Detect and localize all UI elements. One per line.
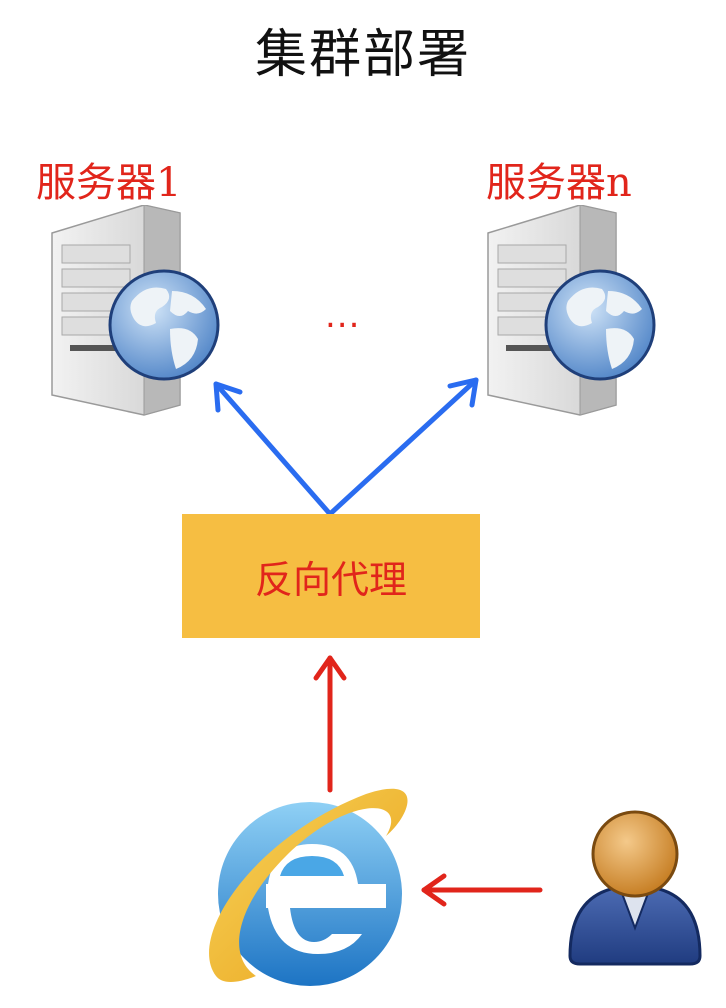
internet-explorer-icon <box>209 788 408 986</box>
reverse-proxy-box: 反向代理 <box>182 514 480 638</box>
server-1-label: 服务器1 <box>36 160 182 206</box>
arrow-to-server-n <box>327 377 479 517</box>
server-globe-icon <box>51 205 220 416</box>
arrow-to-server-1 <box>213 381 333 517</box>
server-n-label: 服务器n <box>486 160 632 206</box>
more-servers-ellipsis: ... <box>325 296 361 336</box>
page-title: 集群部署 <box>254 25 471 85</box>
user-icon <box>568 810 702 966</box>
server-globe-icon <box>487 205 656 416</box>
reverse-proxy-label: 反向代理 <box>254 557 407 602</box>
